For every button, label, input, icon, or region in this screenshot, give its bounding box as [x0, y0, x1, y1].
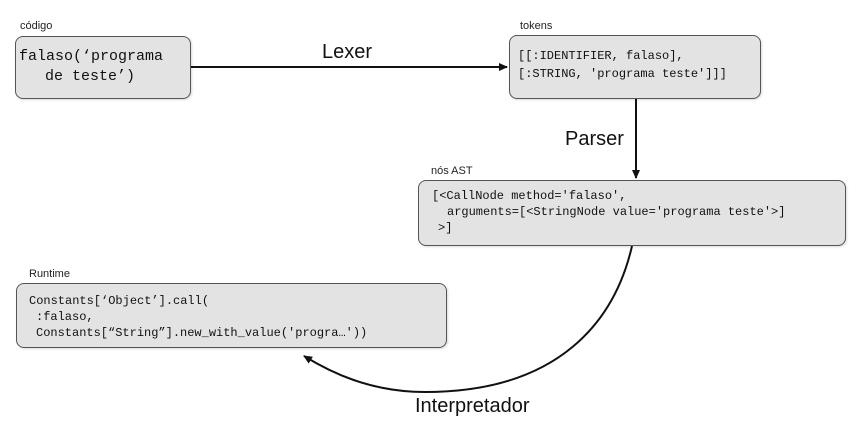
- code-caption: código: [20, 20, 53, 32]
- interpreter-label: Interpretador: [415, 395, 530, 417]
- runtime-line: Constants[“String”].new_with_value('prog…: [36, 326, 368, 340]
- ast-box: [<CallNode method='falaso', arguments=[<…: [418, 180, 846, 246]
- runtime-caption: Runtime: [29, 268, 70, 280]
- code-line: falaso(‘programa: [19, 48, 164, 65]
- ast-line: [<CallNode method='falaso',: [432, 189, 627, 203]
- tokens-line: [:STRING, 'programa teste']]]: [518, 67, 727, 81]
- ast-caption: nós AST: [431, 165, 473, 177]
- code-box: falaso(‘programa de teste’): [15, 36, 191, 99]
- code-line: de teste’): [45, 68, 136, 85]
- runtime-line: :falaso,: [36, 310, 94, 324]
- tokens-line: [[:IDENTIFIER, falaso],: [518, 49, 684, 63]
- parser-label: Parser: [565, 128, 624, 150]
- ast-line: arguments=[<StringNode value='programa t…: [447, 205, 786, 219]
- lexer-label: Lexer: [322, 41, 373, 63]
- tokens-box: [[:IDENTIFIER, falaso], [:STRING, 'progr…: [509, 35, 761, 99]
- runtime-box: Constants[‘Object’].call( :falaso, Const…: [16, 283, 447, 348]
- tokens-caption: tokens: [520, 20, 553, 32]
- ast-line: >]: [438, 221, 453, 235]
- interpreter-arrow: [303, 245, 633, 394]
- runtime-line: Constants[‘Object’].call(: [29, 294, 210, 308]
